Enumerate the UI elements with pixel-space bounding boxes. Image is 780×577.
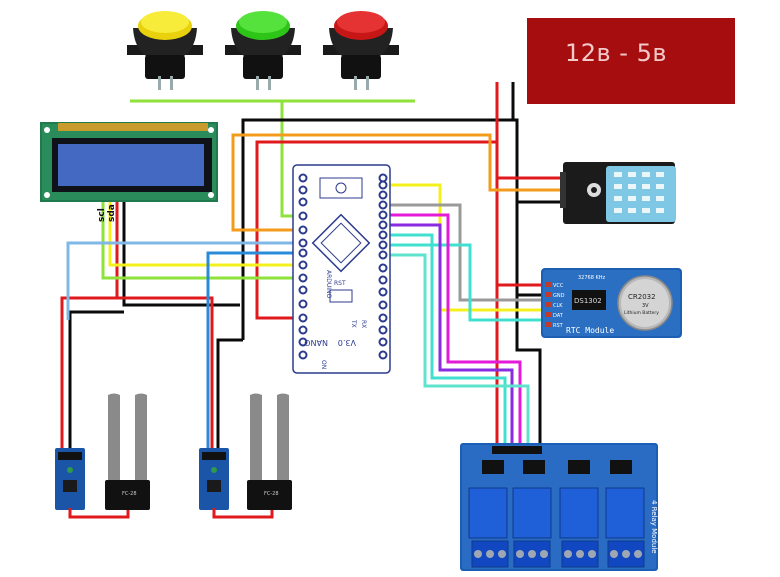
wire-ground-soil-right [216, 338, 243, 450]
soil-sensor-right: FC-28 [199, 393, 292, 519]
rtc-battery: CR2032 [628, 293, 656, 301]
wire-purple-relay [383, 223, 514, 450]
wire-green-lcd [101, 200, 303, 280]
wire-cyan-relay [383, 233, 507, 450]
rtc-pin-dat: DAT [553, 313, 564, 319]
rtc-title: RTC Module [566, 326, 614, 335]
rtc-pin-clk: CLK [553, 303, 563, 309]
wires [60, 82, 563, 450]
yellow-button [127, 11, 203, 90]
nano-label-on: ON [320, 360, 327, 369]
wire-power-main [495, 82, 548, 287]
nano-label-main: ARDUINO [325, 270, 332, 299]
wire-ground-soil-left [68, 310, 124, 450]
push-buttons [127, 11, 399, 90]
rtc-pins [545, 282, 551, 327]
nano-chip [311, 213, 371, 273]
rtc-module: VCC GND CLK DAT RST 32768 KHz DS1302 CR2… [541, 268, 682, 338]
rtc-battery-type: Lithium Battery [624, 310, 659, 316]
rtc-pin-vcc: VCC [553, 283, 564, 289]
soil-right-label: FC-28 [264, 491, 279, 497]
power-supply-box: 12в - 5в [527, 18, 735, 104]
wire-ground-lcd [122, 200, 240, 307]
rtc-chip: DS1302 [574, 297, 602, 305]
wire-gray-rtc [383, 203, 548, 302]
lcd-header-pins [58, 123, 208, 131]
power-supply-label: 12в - 5в [564, 39, 667, 67]
green-button [225, 11, 301, 90]
rtc-pin-rst: RST [553, 323, 564, 329]
arduino-nano: RST ARDUINO NANO V3.0 RX TX ON [292, 164, 391, 374]
wire-lightblue-soil [66, 241, 303, 320]
wire-power-lcd [60, 200, 119, 450]
relay-input-header [492, 446, 542, 454]
wire-orange-dht [231, 133, 563, 232]
wire-yellow-lcd [108, 200, 303, 267]
relay-blocks [468, 487, 645, 539]
wire-blue-soil [206, 251, 303, 450]
dht11-sensor [560, 162, 676, 224]
soil-left-label: FC-28 [122, 491, 137, 497]
rtc-crystal: 32768 KHz [578, 275, 606, 281]
wire-cyan-rtc [383, 243, 548, 322]
lcd-pin-sda: sda [107, 204, 117, 222]
relay-title: 4 Relay Module [650, 500, 658, 554]
rtc-pin-gnd: GND [553, 293, 565, 299]
nano-left-pins [298, 173, 308, 360]
lcd-display: scl sda [40, 122, 218, 222]
nano-label-model: NANO [304, 338, 328, 347]
wire-power-soil-right [117, 296, 214, 450]
nano-label-rx: RX [360, 320, 367, 328]
nano-right-pins [378, 173, 388, 360]
relay-optocouplers [482, 460, 632, 474]
nano-label-tx: TX [350, 319, 357, 328]
rtc-battery-volt: 3V [642, 303, 649, 309]
nano-label-rst: RST [334, 280, 346, 287]
wire-ground-top [241, 118, 542, 450]
soil-sensor-left: FC-28 [55, 393, 150, 519]
lcd-pin-scl: scl [97, 208, 107, 222]
red-button [323, 11, 399, 90]
wire-magenta-relay [383, 213, 522, 450]
relay-module: 4 Relay Module [460, 443, 658, 571]
nano-label-version: V3.0 [338, 338, 356, 347]
wire-teal-relay [383, 253, 530, 450]
